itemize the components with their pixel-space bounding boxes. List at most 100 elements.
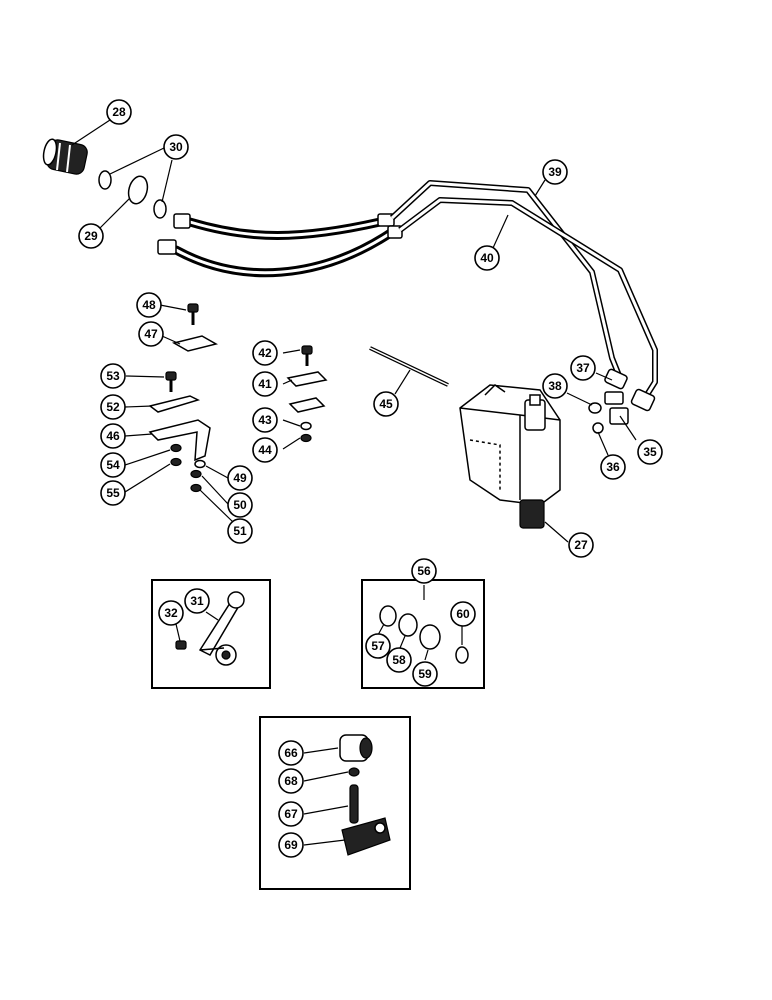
callout-67: 67 (278, 801, 304, 827)
callout-60: 60 (450, 601, 476, 627)
callout-label: 36 (606, 460, 620, 474)
callout-label: 38 (548, 379, 562, 393)
pin-part-67 (349, 784, 359, 824)
callout-label: 30 (169, 140, 183, 154)
callout-label: 40 (480, 251, 494, 265)
callout-52: 52 (100, 394, 126, 420)
callout-68: 68 (278, 768, 304, 794)
callout-label: 32 (164, 606, 178, 620)
callout-label: 60 (456, 607, 470, 621)
fitting-part-38 (588, 391, 624, 414)
callout-44: 44 (252, 437, 278, 463)
link-part-69 (341, 817, 391, 856)
callout-label: 31 (190, 594, 204, 608)
coupler-part-28 (42, 138, 88, 175)
callout-label: 48 (142, 298, 156, 312)
callout-54: 54 (100, 452, 126, 478)
nuts-part-54-55 (170, 443, 182, 467)
callout-59: 59 (412, 661, 438, 687)
callout-55: 55 (100, 480, 126, 506)
washers-part-49-50-51 (190, 459, 206, 493)
fitting-part-37 (604, 368, 628, 390)
callout-label: 58 (392, 653, 406, 667)
callout-label: 67 (284, 807, 298, 821)
callout-label: 43 (258, 413, 272, 427)
callout-label: 66 (284, 746, 298, 760)
bracket-part-46 (148, 419, 211, 462)
callout-label: 68 (284, 774, 298, 788)
rigid-tube-part-40 (398, 197, 658, 400)
callout-50: 50 (227, 492, 253, 518)
callout-label: 41 (258, 377, 272, 391)
nut-part-68 (348, 767, 360, 777)
callout-27: 27 (568, 532, 594, 558)
callout-29: 29 (78, 223, 104, 249)
callout-label: 52 (106, 400, 120, 414)
callout-53: 53 (100, 363, 126, 389)
callout-label: 27 (574, 538, 588, 552)
callout-56: 56 (411, 558, 437, 584)
callout-41: 41 (252, 371, 278, 397)
callout-28: 28 (106, 99, 132, 125)
bolt-part-53 (165, 371, 177, 392)
callout-label: 28 (112, 105, 126, 119)
callout-label: 47 (144, 327, 158, 341)
callout-label: 50 (233, 498, 247, 512)
control-valve-part-27 (459, 384, 561, 529)
ring-part-29 (127, 175, 149, 205)
fitting-part-35 (630, 388, 656, 412)
inset-box-pivot (259, 716, 411, 890)
callout-57: 57 (365, 633, 391, 659)
callout-66: 66 (278, 740, 304, 766)
callout-30: 30 (163, 134, 189, 160)
bolt-part-48 (187, 303, 199, 325)
callout-label: 37 (576, 361, 590, 375)
clamp-part-52 (148, 395, 201, 413)
hydraulic-hose-upper (173, 213, 395, 240)
lever-part-31 (198, 591, 245, 666)
callout-58: 58 (386, 647, 412, 673)
callout-label: 46 (106, 429, 120, 443)
callout-37: 37 (570, 355, 596, 381)
callout-label: 59 (418, 667, 432, 681)
callout-label: 51 (233, 524, 247, 538)
hydraulic-hose-lower (157, 225, 403, 278)
clamp-plate-part-47 (172, 335, 218, 352)
callout-42: 42 (252, 340, 278, 366)
bolt-part-42 (301, 345, 313, 366)
callout-36: 36 (600, 454, 626, 480)
callout-label: 35 (643, 445, 657, 459)
nuts-part-43-44 (300, 421, 312, 443)
callout-32: 32 (158, 600, 184, 626)
callout-label: 56 (417, 564, 431, 578)
callout-label: 57 (371, 639, 385, 653)
callout-49: 49 (227, 465, 253, 491)
callout-label: 69 (284, 838, 298, 852)
callout-35: 35 (637, 439, 663, 465)
callout-69: 69 (278, 832, 304, 858)
stud-rod-part-45 (369, 346, 449, 387)
callout-46: 46 (100, 423, 126, 449)
inset-box-lever (151, 579, 271, 689)
callout-label: 29 (84, 229, 98, 243)
clamp-part-41 (286, 371, 328, 413)
bushing-part-66 (339, 734, 373, 762)
callout-51: 51 (227, 518, 253, 544)
callout-label: 53 (106, 369, 120, 383)
callout-31: 31 (184, 588, 210, 614)
callout-label: 49 (233, 471, 247, 485)
callout-38: 38 (542, 373, 568, 399)
callout-47: 47 (138, 321, 164, 347)
callout-label: 55 (106, 486, 120, 500)
callout-40: 40 (474, 245, 500, 271)
screw-part-32 (175, 640, 187, 650)
leader-lines (71, 119, 637, 846)
callout-48: 48 (136, 292, 162, 318)
callout-45: 45 (373, 391, 399, 417)
seal-rings (379, 605, 469, 664)
callout-39: 39 (542, 159, 568, 185)
callout-label: 42 (258, 346, 272, 360)
retaining-ring-part-30 (98, 170, 167, 219)
callout-label: 54 (106, 458, 120, 472)
